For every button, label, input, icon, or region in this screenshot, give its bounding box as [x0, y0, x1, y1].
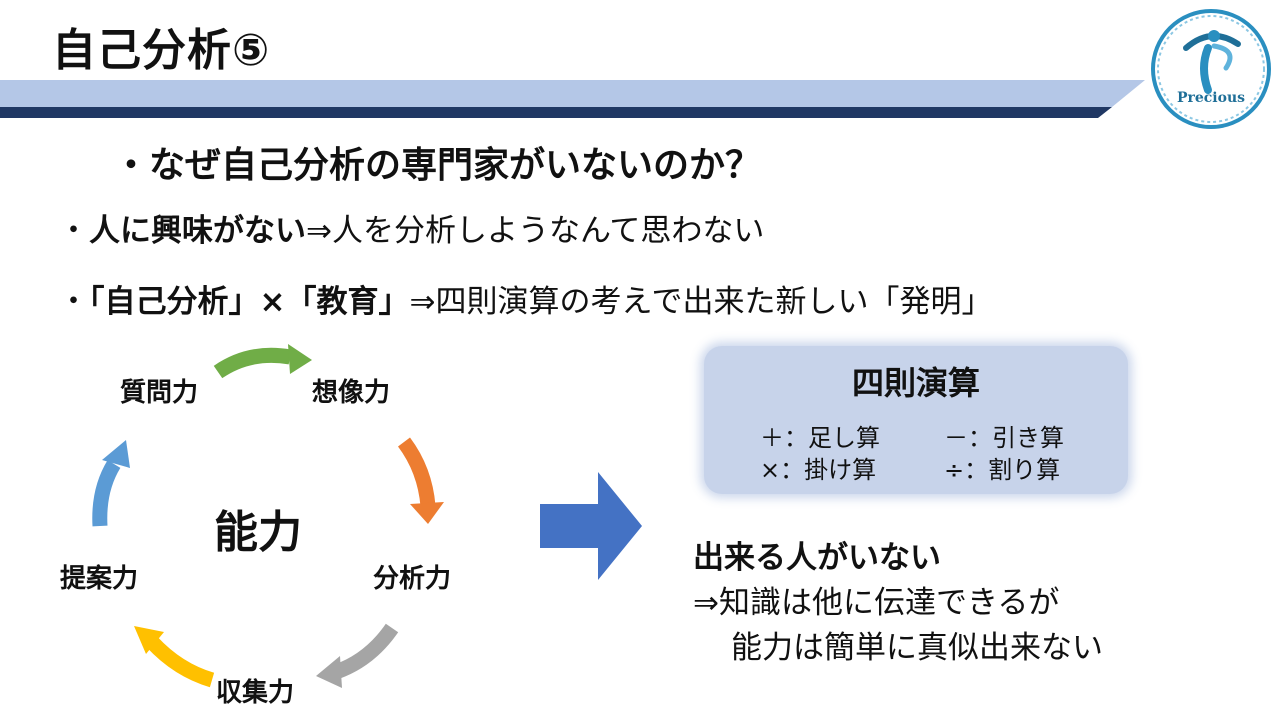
cycle-arrowhead-orange [410, 502, 444, 524]
right-arrow-icon [540, 472, 642, 580]
conclusion-title: 出来る人がいない [693, 540, 941, 576]
header-bar-light [0, 80, 1145, 107]
conclusion-line-2: 能力は簡単に真似出来ない [731, 630, 1103, 666]
bullet: ・ [58, 213, 89, 249]
reason-1-text: ⇒人を分析しようなんて思わない [306, 213, 765, 249]
cycle-arrowhead-green [288, 344, 312, 374]
op-division: ÷：割り算 [944, 456, 1061, 484]
cycle-node-questioning: 質問力 [120, 378, 199, 408]
cycle-node-collection: 収集力 [216, 678, 295, 708]
cycle-arrow-blue [92, 460, 121, 527]
cycle-arrowhead-yellow [134, 626, 164, 654]
question-heading: ・なぜ自己分析の専門家がいないのか？ [113, 145, 762, 186]
reason-line-1: ・人に興味がない⇒人を分析しようなんて思わない [58, 205, 764, 250]
cycle-arrow-yellow [146, 636, 215, 688]
ability-cycle-diagram [92, 344, 444, 688]
reason-line-2: ・「自己分析」×「教育」⇒四則演算の考えで出来た新しい「発明」 [58, 276, 993, 321]
cycle-node-imagination: 想像力 [312, 378, 391, 408]
reason-2-text: ⇒四則演算の考えで出来た新しい「発明」 [409, 284, 993, 320]
cycle-arrow-green [213, 347, 292, 379]
logo-text: Precious [1176, 90, 1246, 106]
four-operations-box: 四則演算 ＋：足し算 －：引き算 ×：掛け算 ÷：割り算 [704, 346, 1128, 494]
cycle-arrow-gray [333, 623, 399, 680]
header-bar [0, 80, 1145, 118]
op-addition: ＋：足し算 [760, 424, 880, 452]
precious-logo: Precious [1148, 6, 1274, 132]
op-subtraction: －：引き算 [944, 424, 1064, 452]
cycle-arrow-orange [397, 437, 436, 507]
cycle-node-analysis: 分析力 [373, 564, 452, 594]
cycle-center-label: 能力 [214, 507, 302, 558]
bullet: ・ [58, 284, 89, 320]
header-bar-dark [0, 107, 1112, 118]
op-multiplication: ×：掛け算 [760, 456, 877, 484]
cycle-node-proposal: 提案力 [60, 564, 139, 594]
cycle-arrowhead-gray [316, 656, 342, 688]
conclusion-line-1: ⇒知識は他に伝達できるが [693, 585, 1060, 621]
page-title: 自己分析⑤ [52, 25, 271, 76]
logo-emblem-icon [1151, 9, 1271, 129]
four-operations-title: 四則演算 [851, 364, 980, 402]
reason-1-emphasis: 人に興味がない [89, 213, 306, 249]
cycle-arrowhead-blue [102, 440, 130, 468]
reason-2-emphasis: 「自己分析」×「教育」 [89, 284, 410, 320]
